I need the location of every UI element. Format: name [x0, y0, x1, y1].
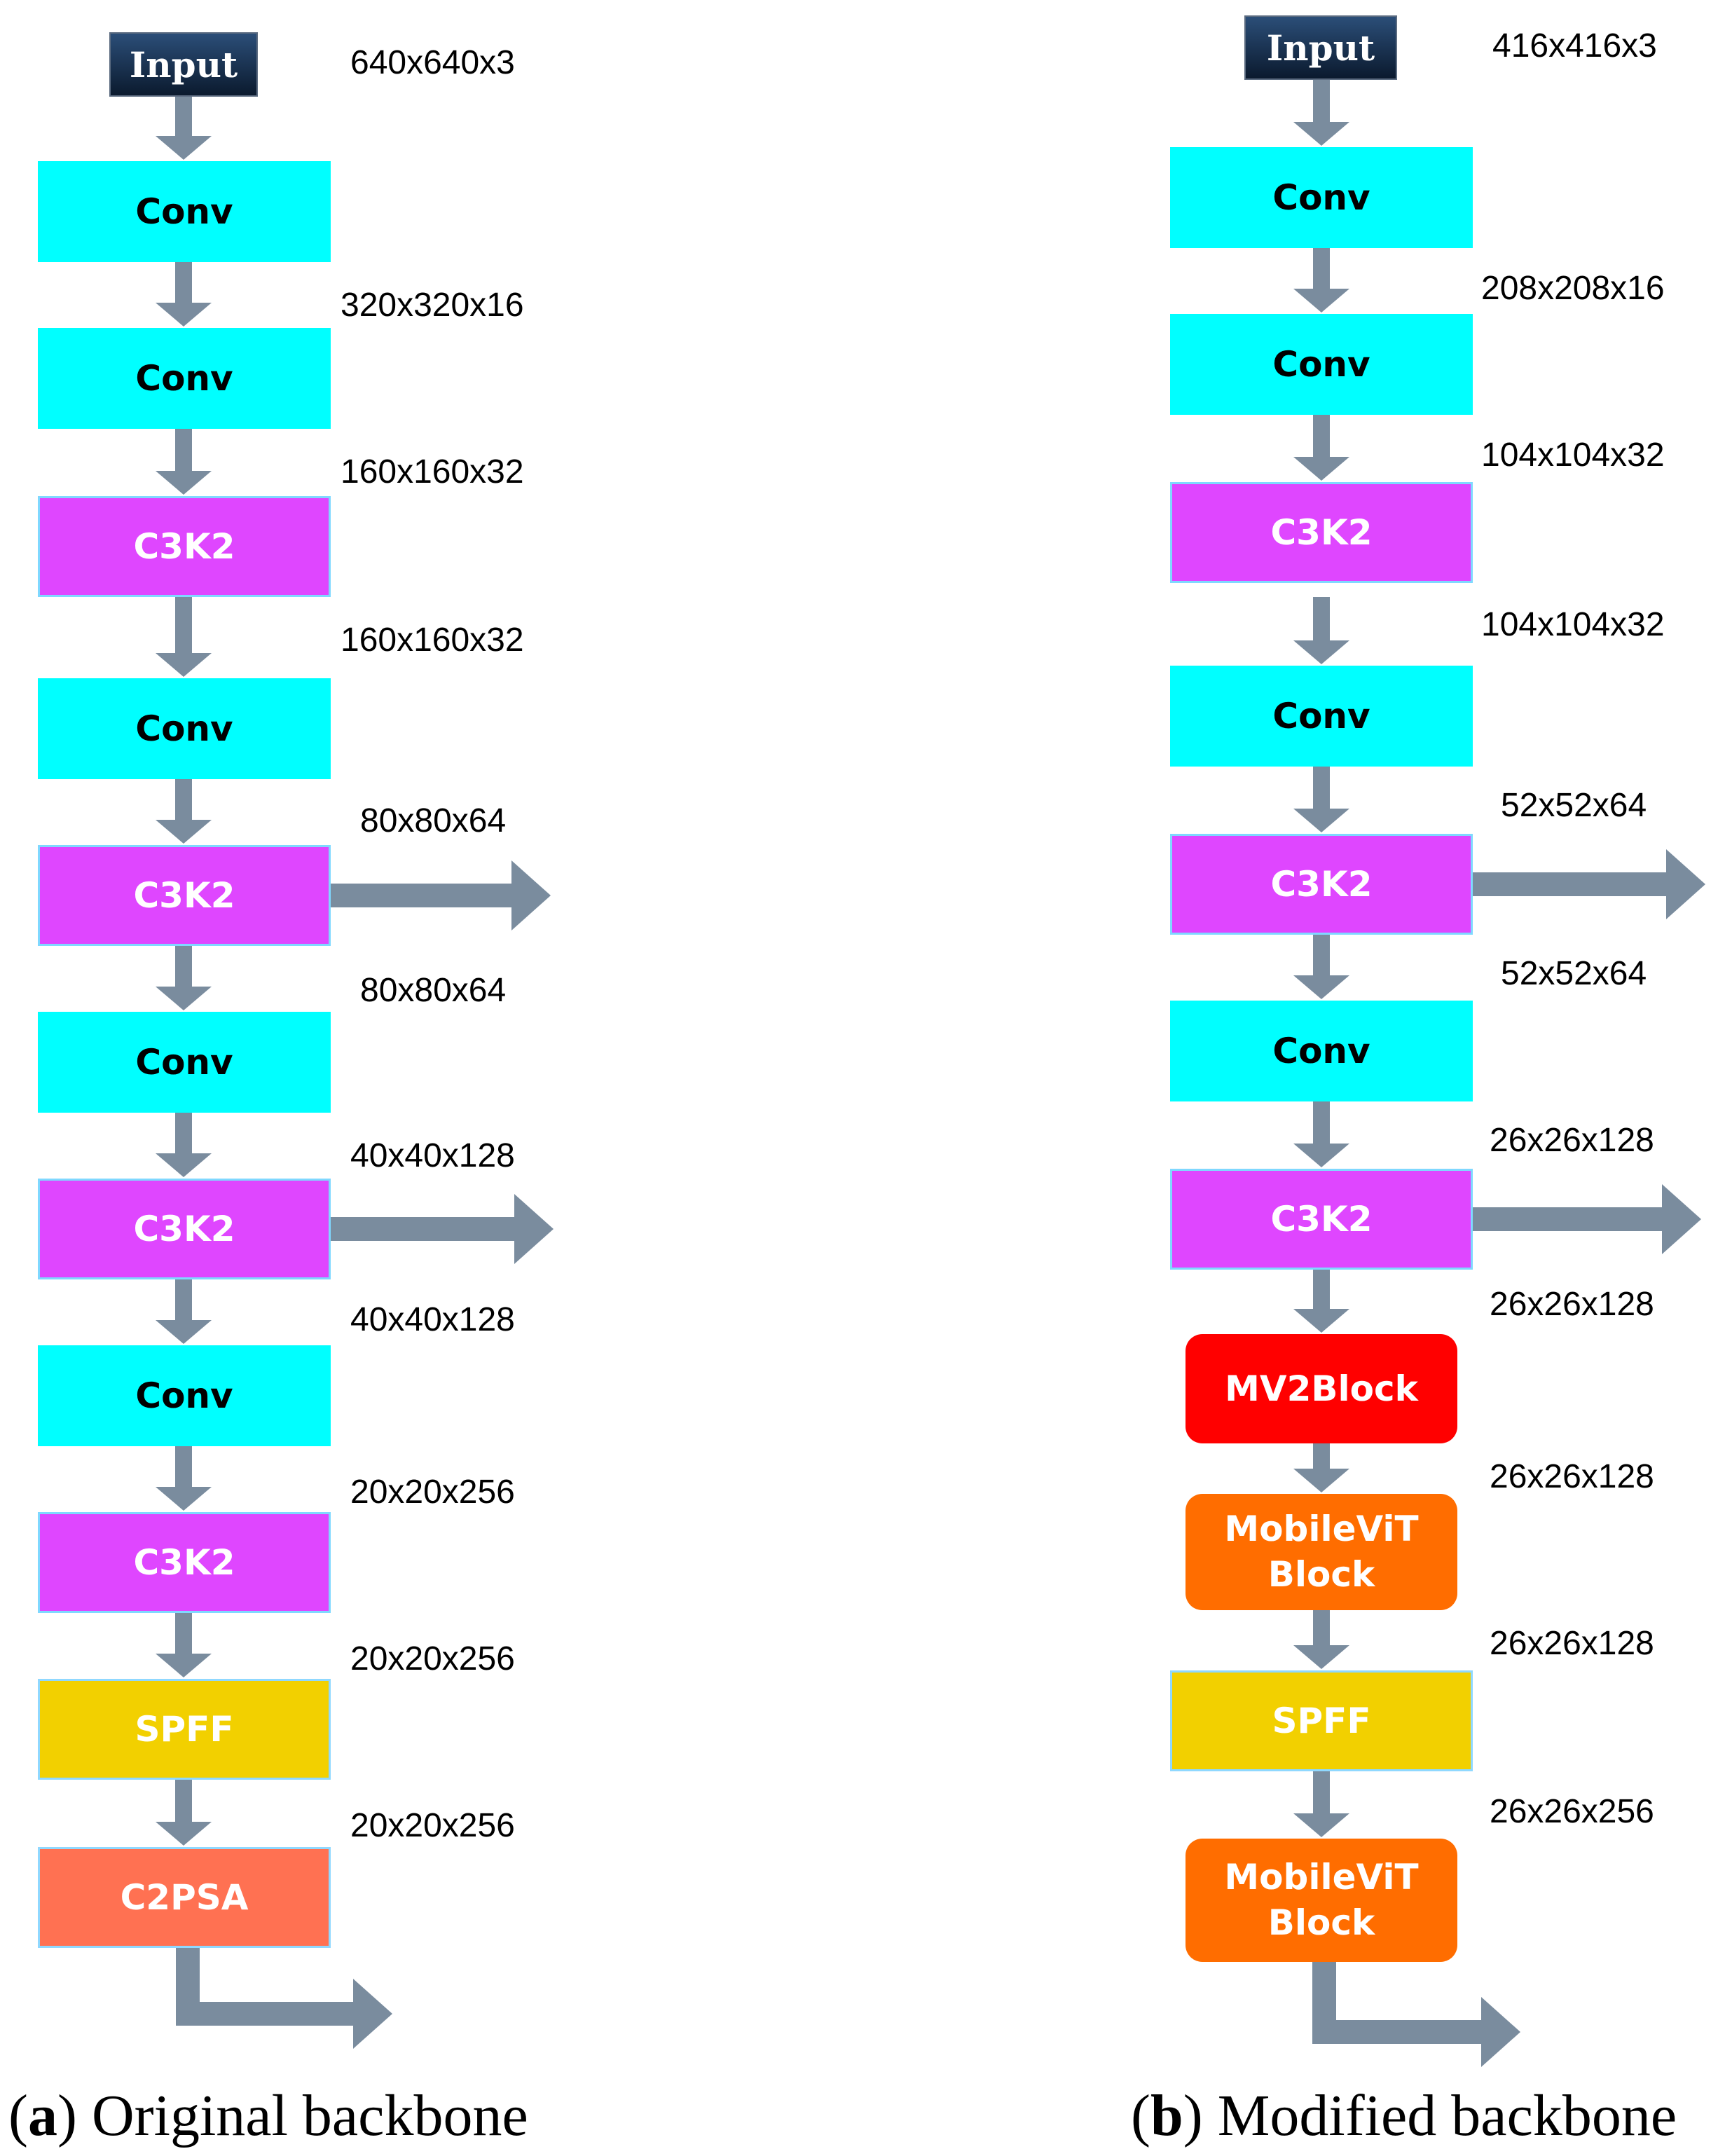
side-output-arrow-26 [1473, 849, 1705, 919]
panel-b-size-9: 26x26x128 [1490, 1625, 1654, 1662]
down-arrow-11 [156, 1780, 212, 1846]
panel-a-caption-text: Original backbone [91, 2083, 528, 2148]
panel-a-block-c3k2-4: C3K2 [38, 1512, 331, 1613]
down-arrow-17 [1293, 415, 1349, 481]
panel-a-size-1: 320x320x16 [341, 287, 524, 324]
panel-b-caption-letter: b [1150, 2083, 1183, 2148]
panel-a-size-6: 40x40x128 [350, 1137, 515, 1174]
panel-a-size-10: 20x20x256 [350, 1807, 515, 1844]
panel-a-size-5: 80x80x64 [360, 972, 507, 1009]
panel-a-block-conv-5: Conv [38, 1345, 331, 1446]
panel-a-block-conv-2: Conv [38, 328, 331, 429]
down-arrow-16 [1293, 248, 1349, 313]
panel-b-block-c3k2-2: C3K2 [1170, 834, 1473, 935]
panel-b-size-4: 52x52x64 [1501, 787, 1647, 824]
down-arrow-9 [156, 1446, 212, 1511]
panel-a-input-block: Input [111, 34, 256, 95]
panel-b-block-spff: SPFF [1170, 1670, 1473, 1771]
panel-b-block-mobilevit-2: MobileViT Block [1185, 1839, 1457, 1962]
panel-b-size-5: 52x52x64 [1501, 955, 1647, 992]
panel-b-size-2: 104x104x32 [1481, 437, 1665, 474]
down-arrow-10 [156, 1613, 212, 1677]
down-arrow-4 [156, 597, 212, 677]
panel-a-block-conv-4: Conv [38, 1012, 331, 1113]
panel-a-size-4: 80x80x64 [360, 802, 507, 839]
panel-a-caption-letter: a [27, 2083, 57, 2148]
panel-a-size-8: 20x20x256 [350, 1474, 515, 1511]
panel-b-block-conv-2: Conv [1170, 314, 1473, 415]
panel-b-size-10: 26x26x256 [1490, 1793, 1654, 1830]
panel-b-caption: (b) Modified backbone [1131, 2083, 1677, 2148]
side-output-arrow-27 [1473, 1184, 1701, 1254]
panel-a-block-c3k2-1: C3K2 [38, 496, 331, 597]
final-output-arrow-14 [176, 1948, 392, 2049]
down-arrow-22 [1293, 1270, 1349, 1333]
down-arrow-3 [156, 429, 212, 495]
panel-a-size-2: 160x160x32 [341, 453, 524, 490]
panel-b-block-conv-1: Conv [1170, 147, 1473, 248]
arrow-layer [156, 78, 1705, 2067]
panel-b-size-7: 26x26x128 [1490, 1286, 1654, 1323]
down-arrow-25 [1293, 1771, 1349, 1837]
down-arrow-24 [1293, 1610, 1349, 1669]
down-arrow-6 [156, 946, 212, 1010]
down-arrow-7 [156, 1113, 212, 1177]
down-arrow-18 [1293, 597, 1349, 664]
panel-b-input-size: 416x416x3 [1492, 27, 1657, 64]
panel-a-block-conv-1: Conv [38, 161, 331, 262]
down-arrow-19 [1293, 767, 1349, 832]
panel-a-block-conv-3: Conv [38, 678, 331, 779]
panel-a-size-9: 20x20x256 [350, 1640, 515, 1677]
down-arrow-8 [156, 1279, 212, 1344]
panel-a-caption: (a) Original backbone [8, 2083, 528, 2148]
panel-a-block-c2psa: C2PSA [38, 1847, 331, 1948]
panel-a-size-3: 160x160x32 [341, 622, 524, 659]
panel-b-block-c3k2-1: C3K2 [1170, 482, 1473, 583]
panel-b-block-c3k2-3: C3K2 [1170, 1169, 1473, 1270]
panel-a-input-size: 640x640x3 [350, 44, 515, 81]
panel-b-block-conv-4: Conv [1170, 1001, 1473, 1101]
panel-a-block-c3k2-2: C3K2 [38, 845, 331, 946]
down-arrow-20 [1293, 935, 1349, 999]
panel-b-block-conv-3: Conv [1170, 666, 1473, 767]
panel-b-block-mv2block: MV2Block [1185, 1334, 1457, 1443]
panel-a-block-spff: SPFF [38, 1679, 331, 1780]
final-output-arrow-28 [1312, 1962, 1520, 2067]
panel-b-block-mobilevit-1: MobileViT Block [1185, 1494, 1457, 1610]
side-output-arrow-12 [331, 860, 551, 931]
down-arrow-1 [156, 95, 212, 160]
down-arrow-5 [156, 779, 212, 844]
panel-b-caption-text: Modified backbone [1217, 2083, 1677, 2148]
down-arrow-23 [1293, 1443, 1349, 1492]
panel-b-size-8: 26x26x128 [1490, 1458, 1654, 1495]
side-output-arrow-13 [331, 1194, 554, 1264]
panel-b-input-block: Input [1246, 17, 1396, 78]
panel-a-size-7: 40x40x128 [350, 1301, 515, 1338]
panel-b-size-3: 104x104x32 [1481, 606, 1665, 643]
panel-a-block-c3k2-3: C3K2 [38, 1179, 331, 1279]
panel-b-size-1: 208x208x16 [1481, 270, 1665, 307]
panel-b-size-6: 26x26x128 [1490, 1122, 1654, 1159]
down-arrow-2 [156, 262, 212, 327]
down-arrow-15 [1293, 78, 1349, 146]
down-arrow-21 [1293, 1101, 1349, 1167]
